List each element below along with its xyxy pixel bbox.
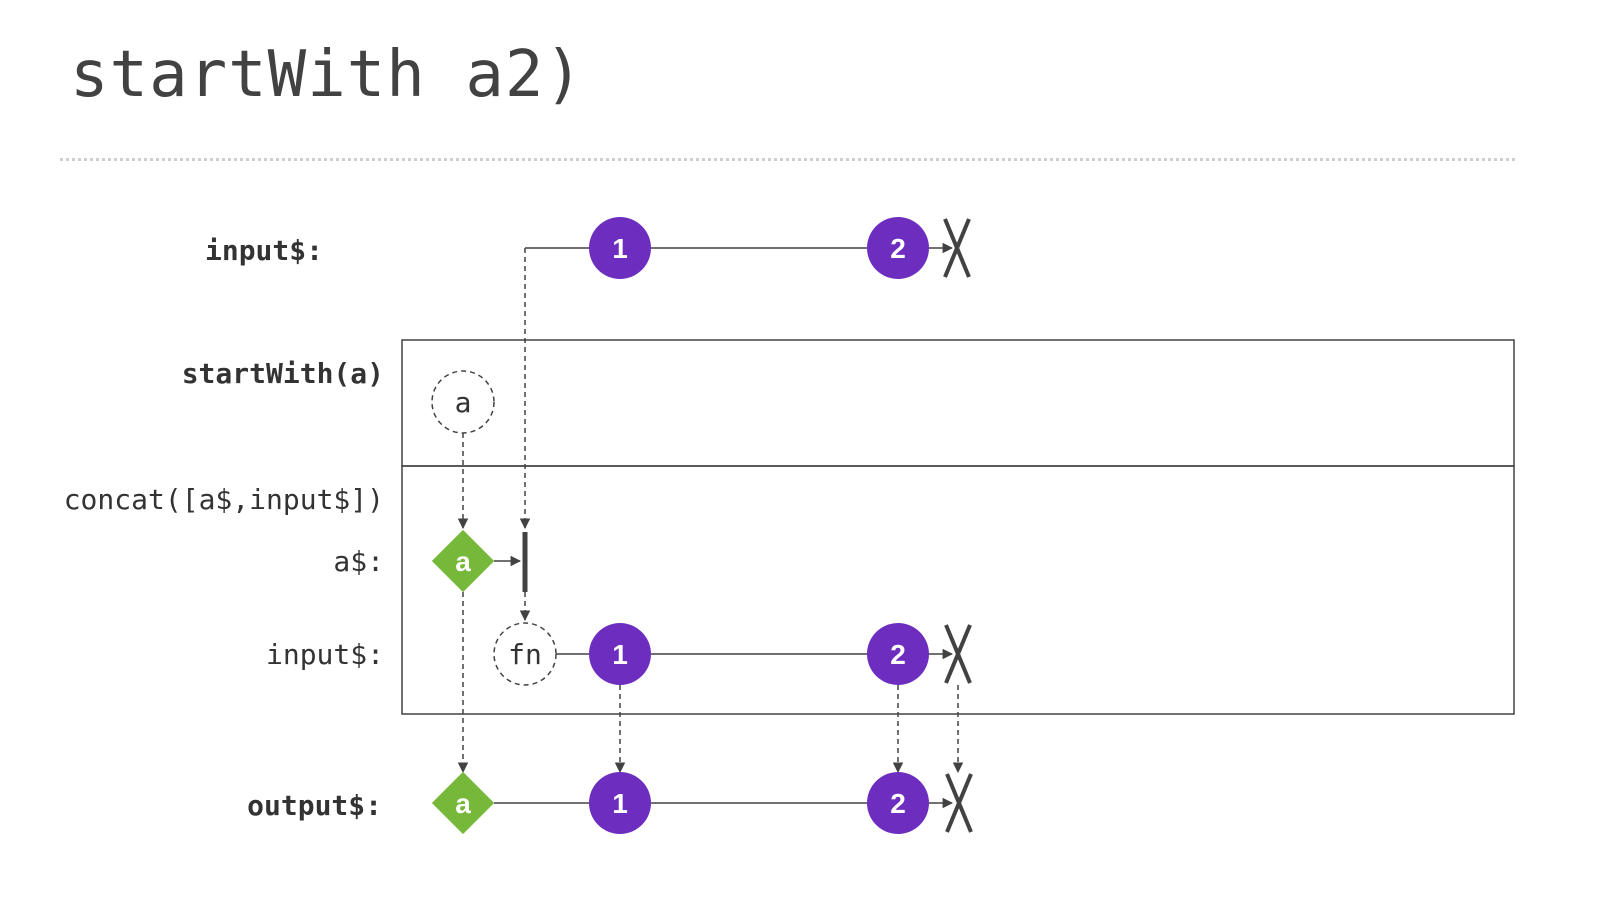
input-inner-marble-2: 2 xyxy=(867,623,929,685)
a-stream-marble-a: a xyxy=(431,529,495,593)
svg-text:a: a xyxy=(455,788,471,819)
concat-operator-box xyxy=(401,465,1515,715)
a-stream-timeline xyxy=(494,532,531,622)
page-title: startWith a2) xyxy=(70,38,584,112)
concat-label: concat([a$,input$]) xyxy=(64,483,384,516)
svg-text:1: 1 xyxy=(612,639,628,670)
a-stream-label: a$: xyxy=(333,545,384,578)
input-top-label: input$: xyxy=(205,234,323,267)
input-inner-label: input$: xyxy=(266,638,384,671)
output-error-x xyxy=(945,773,973,833)
svg-text:1: 1 xyxy=(612,233,628,264)
input-top-error-x xyxy=(943,218,971,278)
startwith-operator-box xyxy=(401,339,1515,467)
svg-text:fn: fn xyxy=(508,638,542,671)
title-divider xyxy=(60,158,1515,161)
output-marble-2: 2 xyxy=(867,772,929,834)
input-top-timeline xyxy=(519,242,954,530)
input-top-marble-2: 2 xyxy=(867,217,929,279)
input-top-marble-1: 1 xyxy=(589,217,651,279)
output-marble-1: 1 xyxy=(589,772,651,834)
svg-text:a: a xyxy=(455,386,472,419)
svg-text:2: 2 xyxy=(890,788,906,819)
svg-text:2: 2 xyxy=(890,639,906,670)
output-label: output$: xyxy=(247,789,382,822)
svg-text:a: a xyxy=(455,546,471,577)
output-marble-a: a xyxy=(431,771,495,835)
input-inner-error-x xyxy=(944,624,972,684)
input-inner-marble-1: 1 xyxy=(589,623,651,685)
operator-label: startWith(a) xyxy=(182,357,384,390)
svg-text:2: 2 xyxy=(890,233,906,264)
operator-marble-a: a xyxy=(431,370,495,434)
svg-text:1: 1 xyxy=(612,788,628,819)
input-inner-marble-fn: fn xyxy=(493,622,557,686)
